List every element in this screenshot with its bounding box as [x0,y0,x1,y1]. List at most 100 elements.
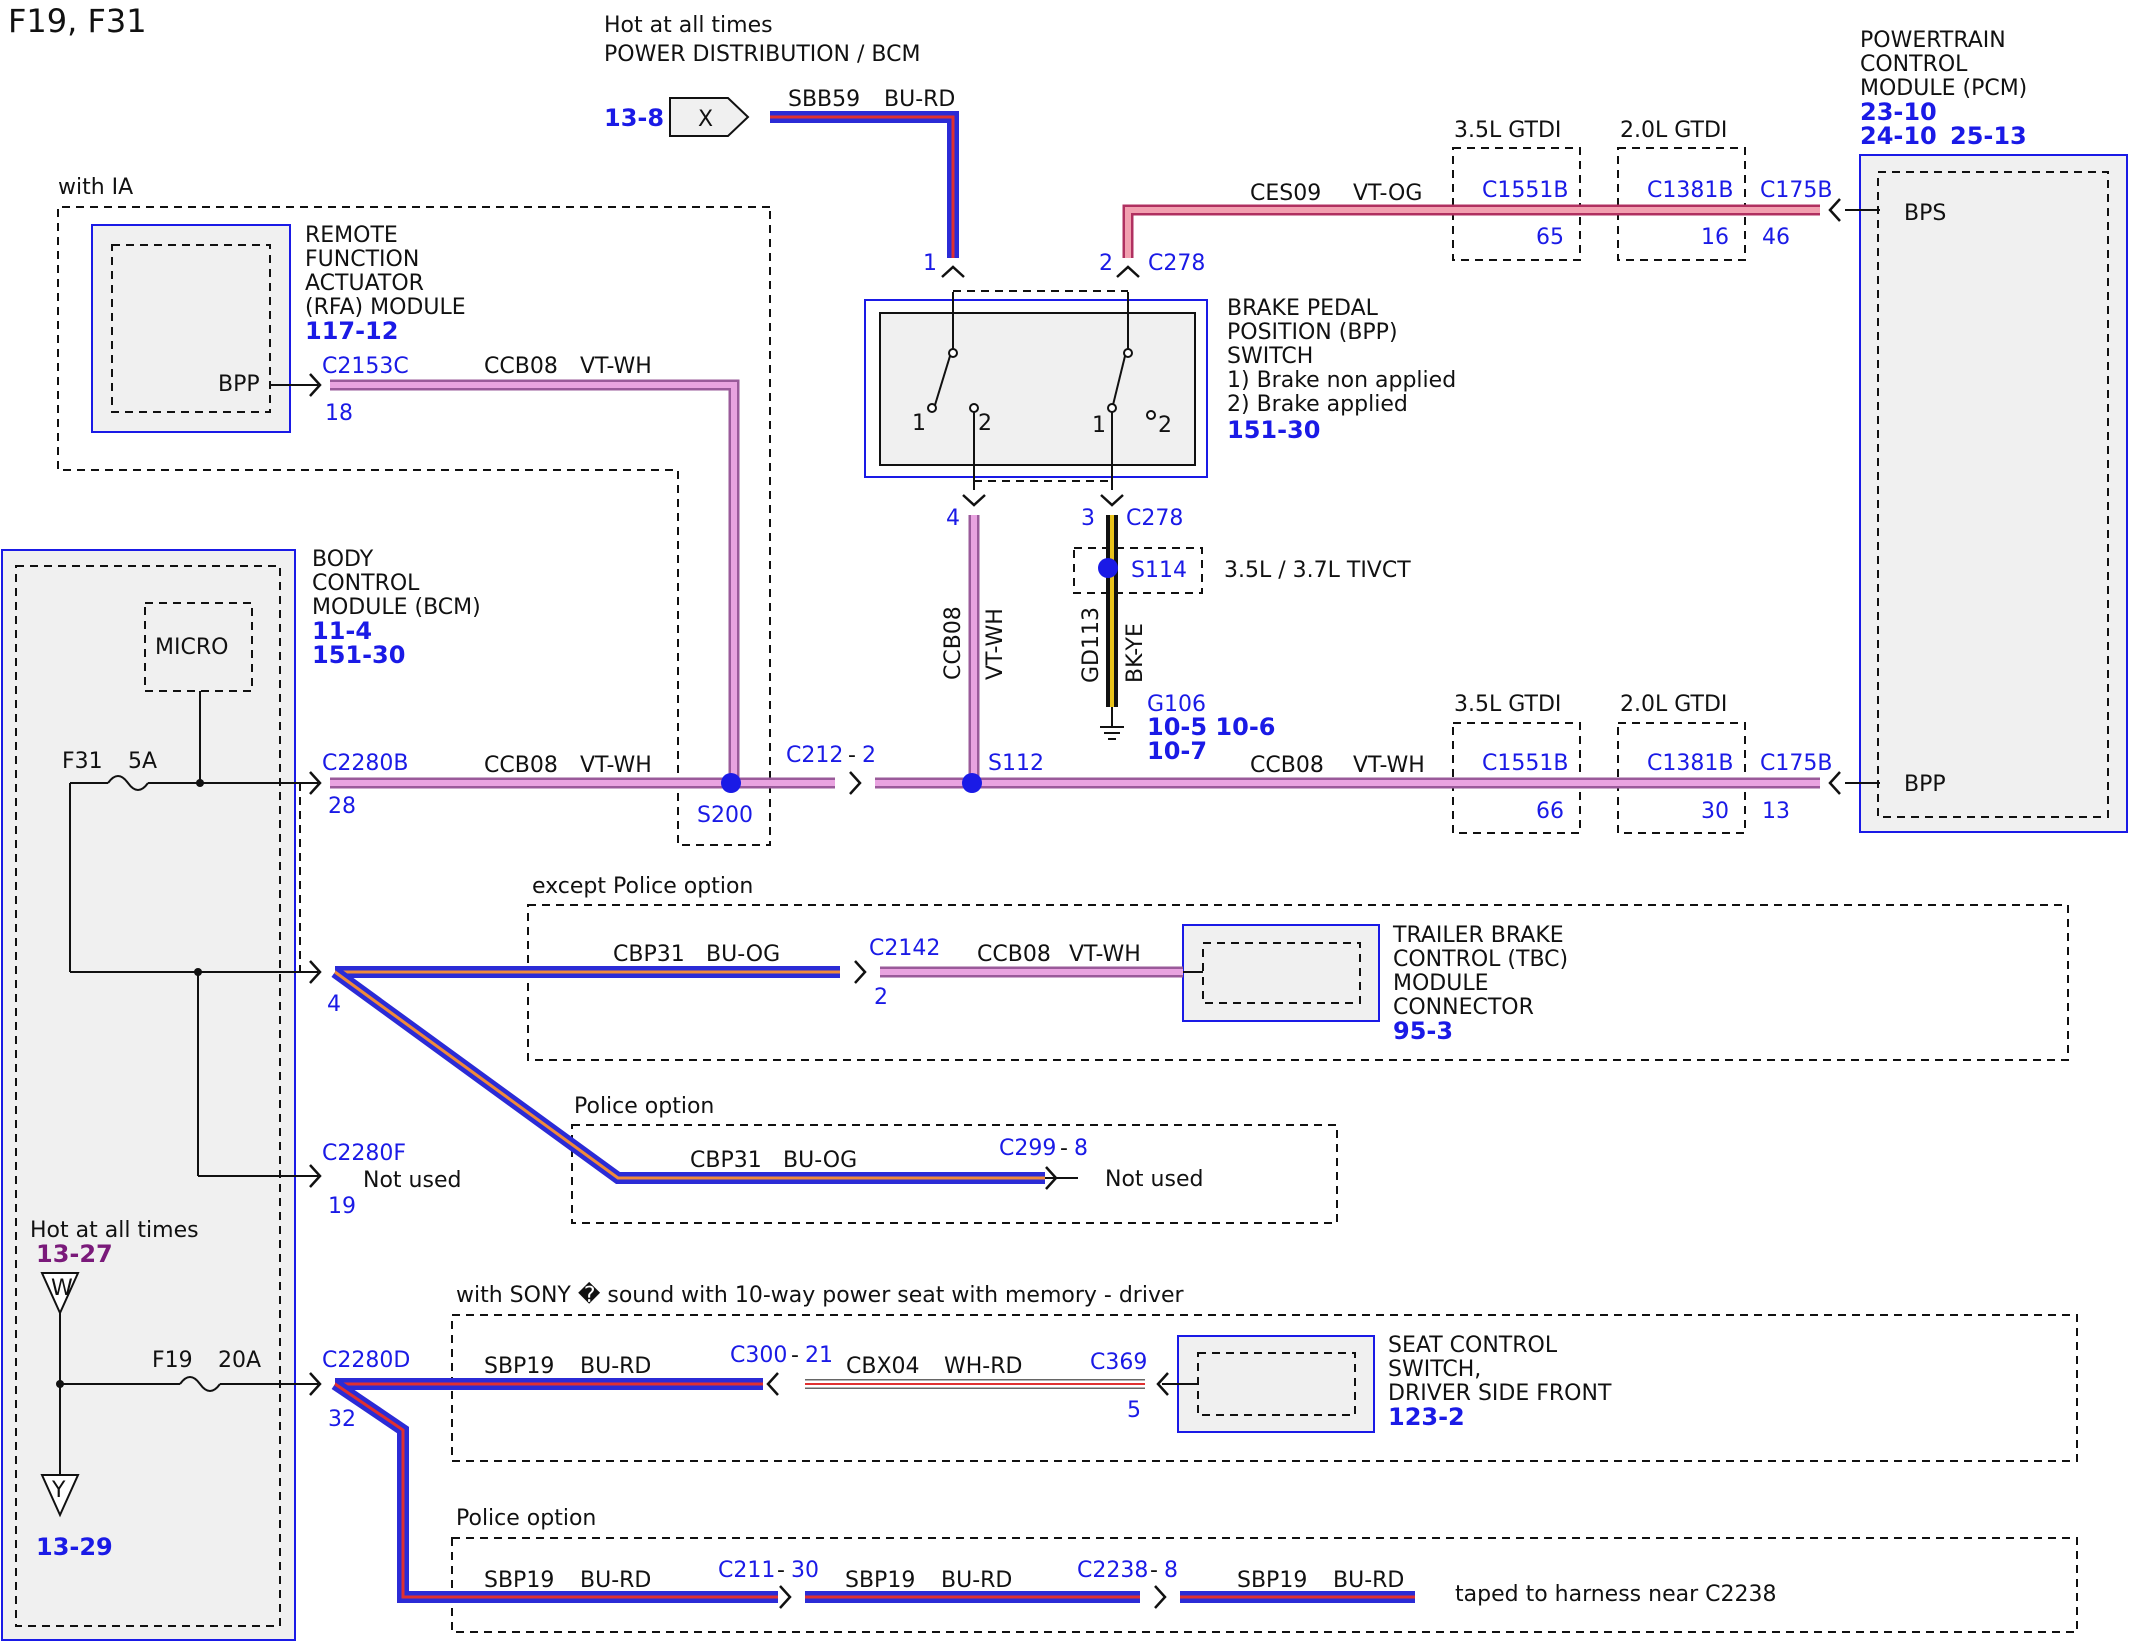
option-label-with-ia: with IA [58,175,133,200]
c2280b-conn: C2280B [322,751,408,776]
bpp-switch-name: BRAKE PEDAL POSITION (BPP) SWITCH 1) Bra… [1227,296,1463,417]
pcm-pin-bps: BPS [1904,201,1946,226]
tbc-color-2: VT-WH [1069,942,1141,967]
ground-id: G106 [1147,692,1206,717]
tbc-module-inner [1202,942,1361,1004]
ces09-circuit: CES09 [1250,181,1321,206]
c300-dash: - [791,1343,799,1368]
pcm-module-inner [1877,171,2109,818]
pin-13: 13 [1762,799,1790,824]
police2-color-2: BU-RD [941,1568,1012,1593]
pin-65: 65 [1536,225,1564,250]
splice-s112-dot [962,773,982,793]
rfa-pin: 18 [325,401,353,426]
c2238-dash: - [1150,1558,1158,1583]
police2-note: taped to harness near C2238 [1455,1582,1776,1607]
police2-color-3: BU-RD [1333,1568,1404,1593]
pcm-module [1859,154,2128,833]
pin-30: 30 [1701,799,1729,824]
c211-dash: - [777,1558,785,1583]
ces09-color: VT-OG [1353,181,1422,206]
conn-c1381b-top: C1381B [1647,178,1733,203]
rfa-color: VT-WH [580,354,652,379]
ground-refs-1: 10-5 10-6 [1147,713,1275,741]
splice-s200-label: S200 [697,803,753,828]
splice-s112-label: S112 [988,751,1044,776]
conn-c1381b-bottom: C1381B [1647,751,1733,776]
fuse-f31-label: F31 [62,749,103,774]
engine-20-top: 2.0L GTDI [1620,118,1727,143]
bcm-hot-label: Hot at all times [30,1218,199,1243]
option-label-police-2: Police option [456,1506,596,1531]
seat-module [1177,1335,1375,1433]
tbc-ref: 95-3 [1393,1017,1453,1045]
bus-color-right: VT-WH [1353,753,1425,778]
option-box-police-1 [571,1124,1338,1224]
wire-cbp31-police [331,967,1045,1184]
bcm-junction-dots [56,779,204,1388]
gd113-color: BK-YE [1123,623,1148,683]
misc-thin-lines [270,209,1880,1385]
conn-c175b-top: C175B [1760,178,1832,203]
bpp-pin-4: 4 [946,506,960,531]
ccb08-vertical-circuit: CCB08 [941,606,966,680]
c369-conn: C369 [1090,1350,1147,1375]
seat-circuit-2: CBX04 [846,1354,920,1379]
c2280b-pin: 28 [328,794,356,819]
c212-dash: - [848,743,856,768]
bpp-pin-1: 1 [923,251,937,276]
pin-66: 66 [1536,799,1564,824]
police1-color: BU-OG [783,1148,857,1173]
conn-c1551b-bottom: C1551B [1482,751,1568,776]
tbc-name: TRAILER BRAKE CONTROL (TBC) MODULE CONNE… [1392,923,1575,1020]
fuse-f31-amps: 5A [128,749,157,774]
police2-circuit-2: SBP19 [845,1568,915,1593]
bus-color-left: VT-WH [580,753,652,778]
c2280f-not-used: Not used [363,1168,461,1193]
rfa-pin-bpp: BPP [218,372,260,397]
c2142-conn: C2142 [869,936,940,961]
bpp-switch-module [864,299,1208,478]
bpp-switch-contact-left [927,292,979,490]
terminal-w-label: W [51,1276,73,1301]
option-label-police-1: Police option [574,1094,714,1119]
police2-color: BU-RD [580,1568,651,1593]
terminal-w-triangle [40,1272,80,1316]
seat-color-2: WH-RD [944,1354,1022,1379]
police1-circuit: CBP31 [690,1148,762,1173]
wire-sbb59 [770,111,959,258]
engine-box-20-top [1617,147,1746,261]
tbc-circuit-2: CCB08 [977,942,1051,967]
fuse-f19-amps: 20A [218,1348,261,1373]
ccb08-vertical-color: VT-WH [983,608,1008,680]
bcm-name: BODY CONTROL MODULE (BCM) [312,547,481,620]
splice-s200-dot [721,773,741,793]
police2-circuit: SBP19 [484,1568,554,1593]
splice-s114-label: S114 [1131,558,1187,583]
option-box-police-2 [451,1537,2078,1633]
c2142-pin: 2 [874,985,888,1010]
seat-circuit: SBP19 [484,1354,554,1379]
c2280f-conn: C2280F [322,1141,406,1166]
option-label-except-police: except Police option [532,874,753,899]
wire-ces09 [1122,204,1820,258]
rfa-module-inner [111,244,271,413]
fuse-f19-label: F19 [152,1348,193,1373]
terminal-x [669,97,750,137]
bpp-switch-inner [879,312,1196,466]
ground-symbol [1100,707,1124,740]
pin-46: 46 [1762,225,1790,250]
power-dist-label: POWER DISTRIBUTION / BCM [604,42,920,67]
pcm-pin-bpp: BPP [1904,772,1946,797]
bcm-bottom-ref: 13-29 [36,1533,113,1561]
tbc-module [1182,924,1380,1022]
bcm-hot-ref: 13-27 [36,1240,113,1268]
c2238-conn: C2238 [1077,1558,1148,1583]
c2280d-pin: 32 [328,1407,356,1432]
seat-color: BU-RD [580,1354,651,1379]
bcm-module-inner [15,565,281,1627]
pcm-ref-1: 23-10 [1860,98,1937,126]
c2280f-pin: 19 [328,1194,356,1219]
pcm-name: POWERTRAIN CONTROL MODULE (PCM) [1860,28,2027,101]
